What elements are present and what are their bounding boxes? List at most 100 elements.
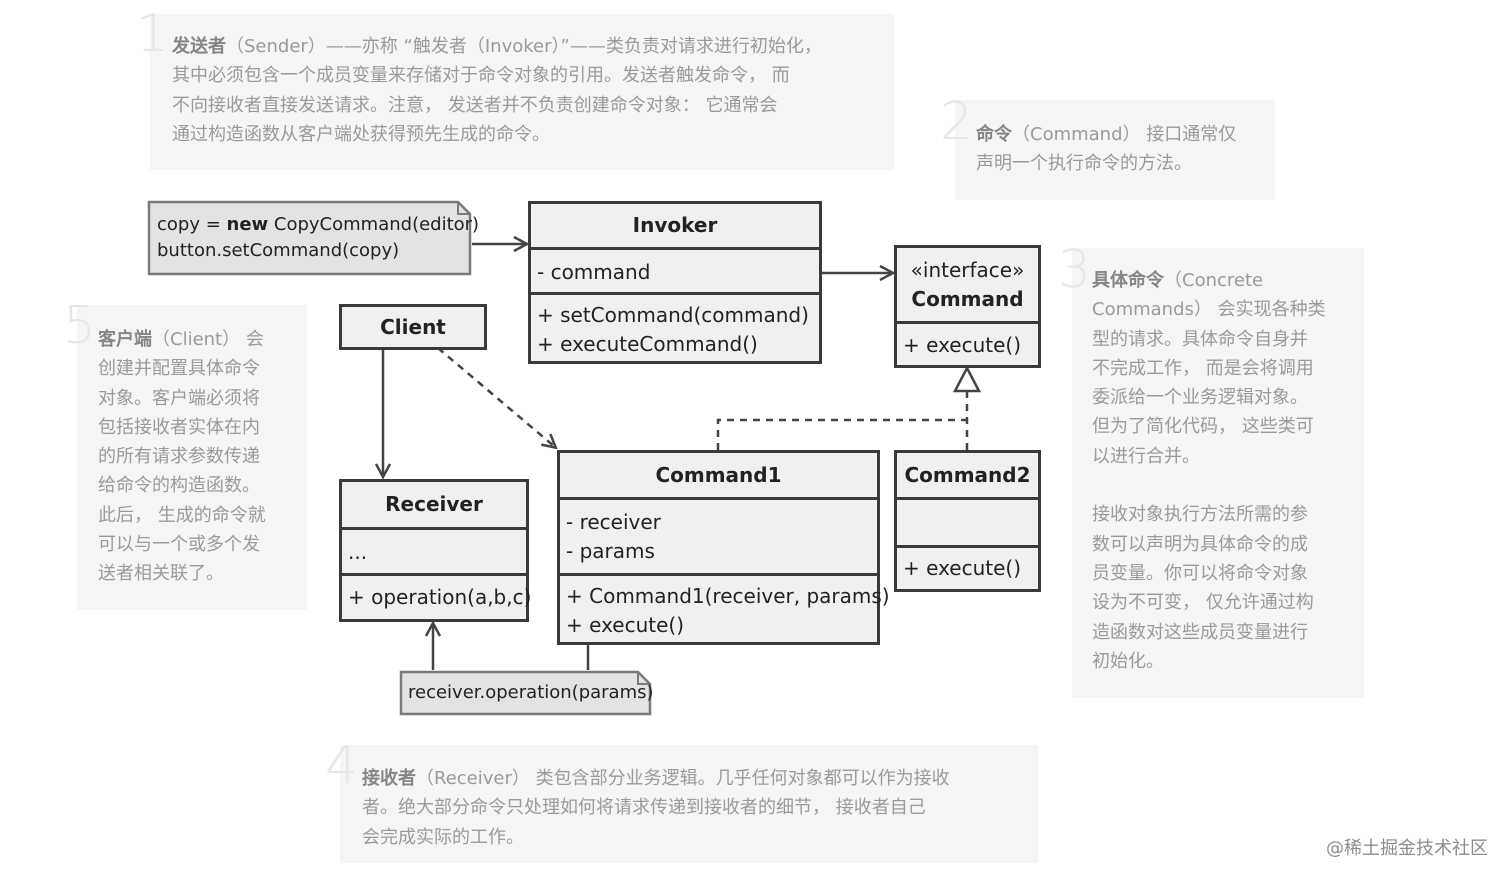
annotation-line-text: （Client） 会 xyxy=(152,329,264,350)
annotation-bold-term: 客户端 xyxy=(98,329,152,350)
receiver-code-note: receiver.operation(params) xyxy=(408,680,654,706)
annotation-5-text: 客户端（Client） 会创建并配置具体命令对象。客户端必须将包括接收者实体在内… xyxy=(98,325,266,589)
annotation-line-text: 通过构造函数从客户端处获得预先生成的命令。 xyxy=(172,123,550,145)
annotation-line: 数可以声明为具体命令的成 xyxy=(1092,530,1326,559)
invoker-method-2: + executeCommand() xyxy=(537,332,758,356)
annotation-line: 委派给一个业务逻辑对象。 xyxy=(1092,383,1326,412)
annotation-line: 发送者（Sender）——亦称 “触发者（Invoker）”——类负责对请求进行… xyxy=(172,32,822,61)
command2-method: + execute() xyxy=(903,556,1022,580)
annotation-line: 初始化。 xyxy=(1092,647,1326,676)
annotation-line-text: （Command） 接口通常仅 xyxy=(1012,124,1237,145)
annotation-line: 其中必须包含一个成员变量来存储对于命令对象的引用。发送者触发命令， 而 xyxy=(172,61,822,90)
annotation-line: 此后， 生成的命令就 xyxy=(98,501,266,530)
annotation-4-number: 4 xyxy=(325,736,359,796)
command2-class: Command2 + execute() xyxy=(894,450,1041,592)
annotation-bold-term: 发送者 xyxy=(172,36,226,57)
annotation-1-background xyxy=(150,14,894,170)
annotation-line: 可以与一个或多个发 xyxy=(98,530,266,559)
annotation-line: 设为不可变， 仅允许通过构 xyxy=(1092,588,1326,617)
command1-field-2: - params xyxy=(566,539,655,563)
receiver-code-line-1: receiver.operation(params) xyxy=(408,682,654,703)
invoker-fields: - command xyxy=(531,247,819,292)
annotation-line: 声明一个执行命令的方法。 xyxy=(976,149,1236,178)
annotation-line: 但为了简化代码， 这些类可 xyxy=(1092,412,1326,441)
realization-command1 xyxy=(716,418,967,450)
annotation-line-text: 创建并配置具体命令 xyxy=(98,358,260,380)
annotation-line-text: 不完成工作， 而是会将调用 xyxy=(1092,357,1314,379)
command1-class-name: Command1 xyxy=(655,463,782,487)
invoker-method-1: + setCommand(command) xyxy=(537,303,809,327)
command-stereotype: «interface» xyxy=(910,258,1025,282)
annotation-3-background xyxy=(1072,248,1364,698)
annotation-line-text: 员变量。你可以将命令对象 xyxy=(1092,562,1308,584)
client-class: Client xyxy=(339,304,487,350)
annotation-line-text: Commands） 会实现各种类 xyxy=(1092,299,1326,321)
client-class-name: Client xyxy=(380,315,446,339)
annotation-line-text: 声明一个执行命令的方法。 xyxy=(976,153,1192,175)
annotation-line: 给命令的构造函数。 xyxy=(98,471,266,500)
annotation-line: 送者相关联了。 xyxy=(98,559,266,588)
receiver-methods: + operation(a,b,c) xyxy=(342,573,532,619)
annotation-line-text: （Receiver） 类包含部分业务逻辑。几乎任何对象都可以作为接收 xyxy=(416,768,950,789)
annotation-line-text: 设为不可变， 仅允许通过构 xyxy=(1092,592,1314,614)
annotation-4-text: 接收者（Receiver） 类包含部分业务逻辑。几乎任何对象都可以作为接收者。绝… xyxy=(362,764,950,852)
new-keyword: new xyxy=(226,214,269,235)
annotation-line: 创建并配置具体命令 xyxy=(98,354,266,383)
command2-fields xyxy=(897,497,1038,545)
invoker-class: Invoker - command + setCommand(command) … xyxy=(528,201,822,364)
annotation-line: 对象。客户端必须将 xyxy=(98,384,266,413)
annotation-line: 不完成工作， 而是会将调用 xyxy=(1092,354,1326,383)
annotation-1-text: 发送者（Sender）——亦称 “触发者（Invoker）”——类负责对请求进行… xyxy=(172,32,822,149)
command2-methods: + execute() xyxy=(897,545,1038,589)
annotation-line-text: 型的请求。具体命令自身并 xyxy=(1092,328,1308,350)
command1-methods: + Command1(receiver, params) + execute() xyxy=(560,573,890,642)
annotation-line: 者。绝大部分命令只处理如何将请求传递到接收者的细节， 接收者自己 xyxy=(362,793,950,822)
annotation-5-background xyxy=(77,305,307,610)
command-interface-header: «interface» Command xyxy=(897,248,1038,321)
annotation-line: 客户端（Client） 会 xyxy=(98,325,266,354)
annotation-line: 以进行合并。 xyxy=(1092,442,1326,471)
annotation-line: Commands） 会实现各种类 xyxy=(1092,295,1326,324)
command1-fields: - receiver - params xyxy=(560,497,877,573)
annotation-line-text: 初始化。 xyxy=(1092,650,1164,672)
command-method: + execute() xyxy=(903,333,1022,357)
annotation-bold-term: 具体命令 xyxy=(1092,270,1164,291)
watermark: @稀土掘金技术社区 xyxy=(1326,838,1488,859)
client-code-note: copy = new CopyCommand(editor) button.se… xyxy=(157,212,479,264)
annotation-line-text: 其中必须包含一个成员变量来存储对于命令对象的引用。发送者触发命令， 而 xyxy=(172,65,790,87)
annotation-2-number: 2 xyxy=(940,92,974,152)
receiver-fields: ... xyxy=(342,527,526,573)
annotation-bold-term: 命令 xyxy=(976,124,1012,145)
receiver-class-name: Receiver xyxy=(385,492,483,516)
command2-class-name: Command2 xyxy=(904,463,1031,487)
annotation-line-text: 以进行合并。 xyxy=(1092,445,1200,467)
annotation-line-text: 数可以声明为具体命令的成 xyxy=(1092,533,1308,555)
annotation-line: 包括接收者实体在内 xyxy=(98,413,266,442)
annotation-line-text: 给命令的构造函数。 xyxy=(98,475,260,497)
client-code-line-2: button.setCommand(copy) xyxy=(157,240,400,261)
annotation-bold-term: 接收者 xyxy=(362,768,416,789)
annotation-line: 通过构造函数从客户端处获得预先生成的命令。 xyxy=(172,120,822,149)
annotation-2-background xyxy=(955,100,1275,200)
annotation-line-text: 委派给一个业务逻辑对象。 xyxy=(1092,387,1308,409)
invoker-field: - command xyxy=(537,260,651,284)
command1-class: Command1 - receiver - params + Command1(… xyxy=(557,450,890,645)
annotation-1-number: 1 xyxy=(136,4,170,64)
command1-method-1: + Command1(receiver, params) xyxy=(566,584,890,608)
annotation-line: 接收者（Receiver） 类包含部分业务逻辑。几乎任何对象都可以作为接收 xyxy=(362,764,950,793)
annotation-line-text: 的所有请求参数传递 xyxy=(98,446,260,468)
annotation-line: 会完成实际的工作。 xyxy=(362,823,950,852)
annotation-line: 接收对象执行方法所需的参 xyxy=(1092,500,1326,529)
annotation-line-text: （Sender）——亦称 “触发者（Invoker）”——类负责对请求进行初始化… xyxy=(226,36,822,57)
receiver-class: Receiver ... + operation(a,b,c) xyxy=(339,479,532,622)
client-code-line-1: copy = new CopyCommand(editor) xyxy=(157,214,480,235)
annotation-line: 命令（Command） 接口通常仅 xyxy=(976,120,1236,149)
command1-field-1: - receiver xyxy=(566,510,661,534)
annotation-line: 型的请求。具体命令自身并 xyxy=(1092,325,1326,354)
annotation-line-text: 包括接收者实体在内 xyxy=(98,416,260,438)
annotation-line: 的所有请求参数传递 xyxy=(98,442,266,471)
annotation-3-number: 3 xyxy=(1058,240,1092,300)
annotation-line-text: 但为了简化代码， 这些类可 xyxy=(1092,416,1314,438)
receiver-method: + operation(a,b,c) xyxy=(348,585,532,609)
